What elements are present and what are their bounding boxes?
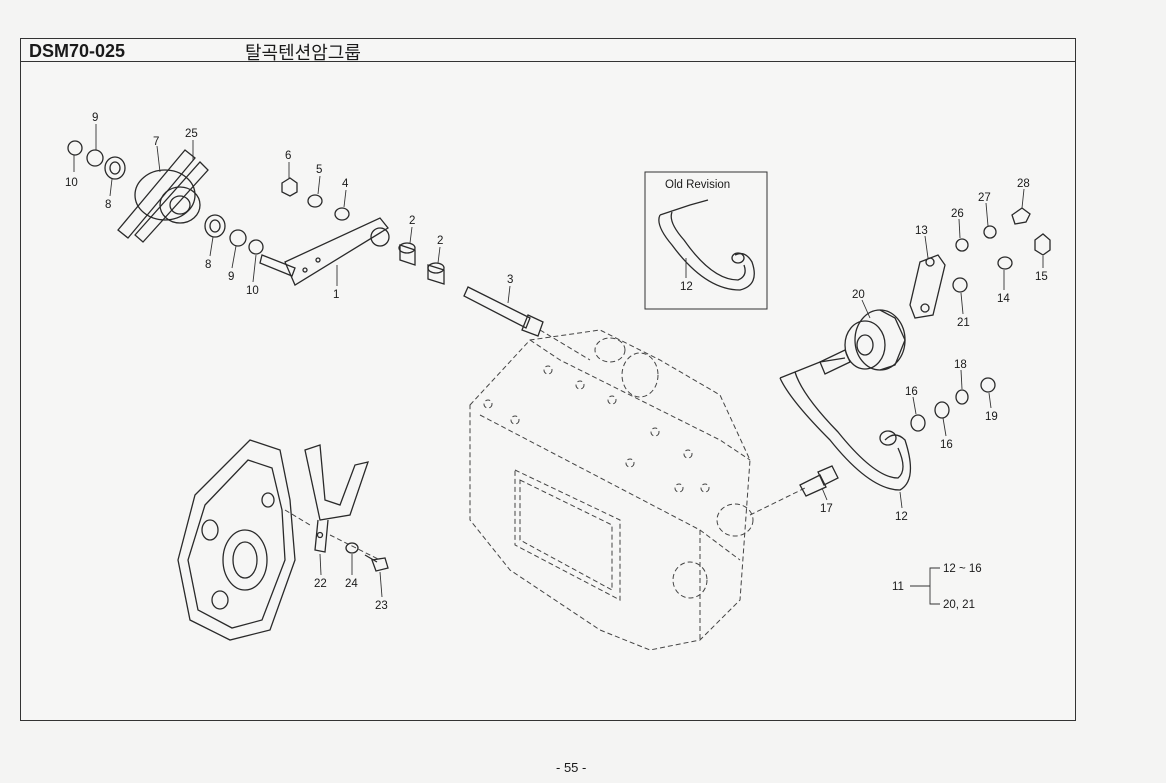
callout-1: 1 — [333, 289, 339, 301]
transmission-housing — [469, 329, 754, 651]
inset-callout-12: 12 — [680, 281, 693, 293]
part-10-ring-b — [248, 239, 264, 255]
part-4-washer — [334, 207, 350, 221]
callout-16: 16 — [905, 386, 918, 398]
callout-15: 15 — [1035, 271, 1048, 283]
callout-16: 16 — [940, 439, 953, 451]
callout-27: 27 — [978, 192, 991, 204]
callout-2: 2 — [437, 235, 443, 247]
header-divider — [21, 61, 1075, 62]
old-revision-inset — [644, 171, 768, 310]
leader-lines — [73, 124, 1044, 605]
callout-10: 10 — [246, 285, 259, 297]
part-26-washer — [955, 238, 969, 252]
callout-9: 9 — [92, 112, 98, 124]
callout-6: 6 — [285, 150, 291, 162]
part-12-tension-arm — [779, 349, 912, 491]
part-28-bolt — [1011, 207, 1031, 225]
assembly-child-1: 12 ~ 16 — [943, 563, 982, 575]
part-18-washer — [955, 389, 969, 405]
part-19-circlip — [980, 377, 996, 393]
callout-17: 17 — [820, 503, 833, 515]
callout-13: 13 — [915, 225, 928, 237]
callout-4: 4 — [342, 178, 349, 190]
callout-labels: 9 10 7 25 8 8 9 10 1 6 5 4 2 2 3 Old Rev… — [65, 112, 1048, 612]
diagram-code: DSM70-025 — [29, 41, 126, 61]
callout-19: 19 — [985, 411, 998, 423]
part-15-nut — [1034, 233, 1051, 256]
callout-2: 2 — [409, 215, 415, 227]
part-22-bracket — [304, 444, 369, 553]
inset-title: Old Revision — [665, 179, 730, 191]
callout-8: 8 — [105, 199, 111, 211]
callout-23: 23 — [375, 600, 388, 612]
callout-10: 10 — [65, 177, 78, 189]
part-8-bearing-a — [104, 156, 126, 180]
part-3-bolt — [463, 286, 544, 337]
part-2-bushing-a — [398, 242, 416, 266]
callout-26: 26 — [951, 208, 964, 220]
part-6-nut — [281, 177, 298, 197]
part-9-circlip-b — [229, 229, 247, 247]
callout-14: 14 — [997, 293, 1010, 305]
callout-22: 22 — [314, 578, 327, 590]
part-24-washer — [345, 542, 359, 554]
callout-5: 5 — [316, 164, 322, 176]
part-16-bushing-b — [934, 401, 950, 419]
part-17-shaft — [799, 465, 839, 497]
gearbox-cover — [177, 439, 296, 641]
part-5-washer — [307, 194, 323, 208]
callout-24: 24 — [345, 578, 358, 590]
diagram-title: 탈곡텐션암그룹 — [245, 43, 361, 64]
part-7-pulley — [134, 169, 201, 224]
part-21-circlip — [952, 277, 968, 293]
part-9-circlip-a — [86, 149, 104, 167]
part-13-plate — [909, 254, 946, 319]
part-27-washer — [983, 225, 997, 239]
page-number: - 55 - — [556, 760, 587, 775]
callout-12: 12 — [895, 511, 908, 523]
part-20-pulley — [844, 309, 906, 371]
part-8-bearing-b — [204, 214, 226, 238]
part-16-bushing-a — [910, 414, 926, 432]
diagram-frame: DSM70-025 탈곡텐션암그룹 — [20, 38, 1076, 721]
callout-28: 28 — [1017, 178, 1030, 190]
part-2-bushing-b — [427, 262, 445, 285]
callout-21: 21 — [957, 317, 970, 329]
callout-18: 18 — [954, 359, 967, 371]
part-23-bolt — [364, 554, 389, 572]
part-14-washer — [997, 256, 1013, 270]
assembly-parent: 11 — [892, 581, 904, 593]
callout-8: 8 — [205, 259, 211, 271]
callout-9: 9 — [228, 271, 234, 283]
part-1-arm — [259, 217, 390, 286]
callout-7: 7 — [153, 136, 159, 148]
callout-3: 3 — [507, 274, 513, 286]
callout-25: 25 — [185, 128, 198, 140]
part-25-bracket — [117, 149, 209, 243]
assembly-child-2: 20, 21 — [943, 599, 975, 611]
part-10-ring-a — [67, 140, 83, 156]
callout-20: 20 — [852, 289, 865, 301]
